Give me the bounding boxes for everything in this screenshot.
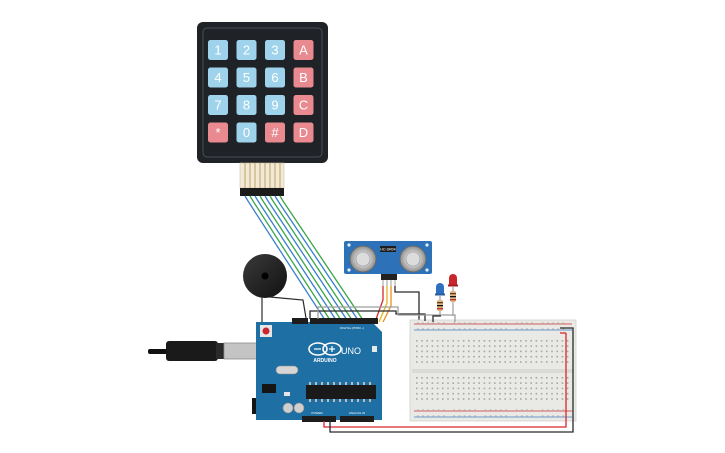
capacitor-1: [282, 402, 294, 414]
keypad-key-label: 1: [214, 43, 221, 58]
arduino-logo: [308, 342, 328, 356]
piezo-buzzer: [243, 254, 307, 322]
led-red: [449, 274, 457, 285]
keypad-key-label: 5: [243, 70, 250, 85]
keypad-key[interactable]: [265, 95, 285, 115]
wire-keypad-4: [259, 195, 342, 321]
wire-keypad-5: [264, 195, 348, 321]
keypad-key[interactable]: [293, 95, 314, 115]
wire-keypad-7: [274, 195, 359, 321]
keypad-key-label: 7: [214, 98, 221, 113]
keypad-key[interactable]: [236, 40, 257, 60]
keypad-key[interactable]: [293, 67, 314, 88]
ultrasonic-sensor: HC-SR04: [344, 241, 432, 286]
leds: [435, 274, 458, 296]
power-wires: [309, 306, 574, 433]
keypad-key[interactable]: [236, 122, 257, 143]
sensor-wires: [374, 286, 420, 323]
led-blue: [436, 283, 444, 294]
keypad-key[interactable]: [265, 40, 285, 60]
keypad-key[interactable]: [208, 95, 228, 115]
reset-button: [262, 327, 270, 335]
sensor-model-label: HC-SR04: [380, 248, 395, 252]
usb-plug-tip: [148, 349, 168, 354]
keypad-key[interactable]: [293, 40, 314, 60]
breadboard: [409, 319, 577, 422]
wire-digital-led: [317, 306, 456, 322]
keypad-key-label: D: [299, 125, 308, 140]
keypad-key[interactable]: [236, 95, 257, 115]
usb-cable-plug: [166, 341, 218, 361]
ribbon-traces: [244, 163, 281, 188]
keypad-connector: [240, 188, 284, 196]
breadboard-holes: [416, 322, 569, 418]
keypad-key-label: 6: [271, 70, 278, 85]
keypad-key[interactable]: [208, 122, 228, 143]
keypad-key-label: B: [299, 70, 308, 85]
keypad-key[interactable]: [208, 40, 228, 60]
power-header: [302, 416, 336, 422]
capacitor-2: [293, 402, 305, 414]
buzzer-hole: [261, 272, 269, 280]
keypad-key[interactable]: [265, 67, 285, 88]
keypad-key-label: 3: [271, 43, 278, 58]
wire-keypad-6: [269, 195, 353, 321]
keypad-key-label: C: [299, 98, 308, 113]
arduino-model-label: UNO: [341, 346, 361, 356]
keypad-wires: [244, 195, 364, 321]
wire-5v: [323, 333, 567, 428]
keypad-border: [202, 27, 323, 158]
arduino-pcb: [256, 322, 382, 420]
crystal: [275, 365, 299, 375]
keypad-key-label: 8: [243, 98, 250, 113]
keypad: 1 2 3 A 4 5 6 B 7 8 9 C * 0 # D: [197, 22, 328, 196]
wire-gnd: [329, 327, 574, 433]
keypad-key-label: #: [271, 125, 279, 140]
keypad-key-label: *: [215, 125, 220, 140]
keypad-ribbon: [239, 162, 285, 189]
wire-keypad-8: [279, 195, 364, 321]
wire-keypad-3: [254, 195, 337, 321]
resistors: [437, 287, 456, 316]
keypad-keys: 1 2 3 A 4 5 6 B 7 8 9 C * 0 # D: [208, 40, 314, 143]
digital-header: [310, 318, 378, 324]
arduino-board: ARDUINO UNO DIGITAL (PWM ~) POWER ANALOG…: [148, 318, 382, 422]
power-label: POWER: [311, 411, 323, 415]
keypad-key[interactable]: [293, 122, 314, 143]
atmega-chip: [306, 385, 376, 399]
wire-keypad-1: [244, 195, 326, 321]
keypad-key-label: 4: [214, 70, 221, 85]
keypad-key[interactable]: [208, 67, 228, 88]
analog-header: [340, 416, 374, 422]
keypad-key[interactable]: [265, 122, 285, 143]
keypad-key-label: A: [299, 43, 308, 58]
keypad-key-label: 9: [271, 98, 278, 113]
keypad-key-label: 0: [243, 125, 250, 140]
wire-keypad-2: [249, 195, 331, 321]
keypad-key-label: 2: [243, 43, 250, 58]
keypad-key[interactable]: [236, 67, 257, 88]
arduino-brand-label: ARDUINO: [313, 358, 336, 364]
analog-label: ANALOG IN: [349, 411, 365, 415]
digital-label: DIGITAL (PWM ~): [340, 326, 364, 330]
